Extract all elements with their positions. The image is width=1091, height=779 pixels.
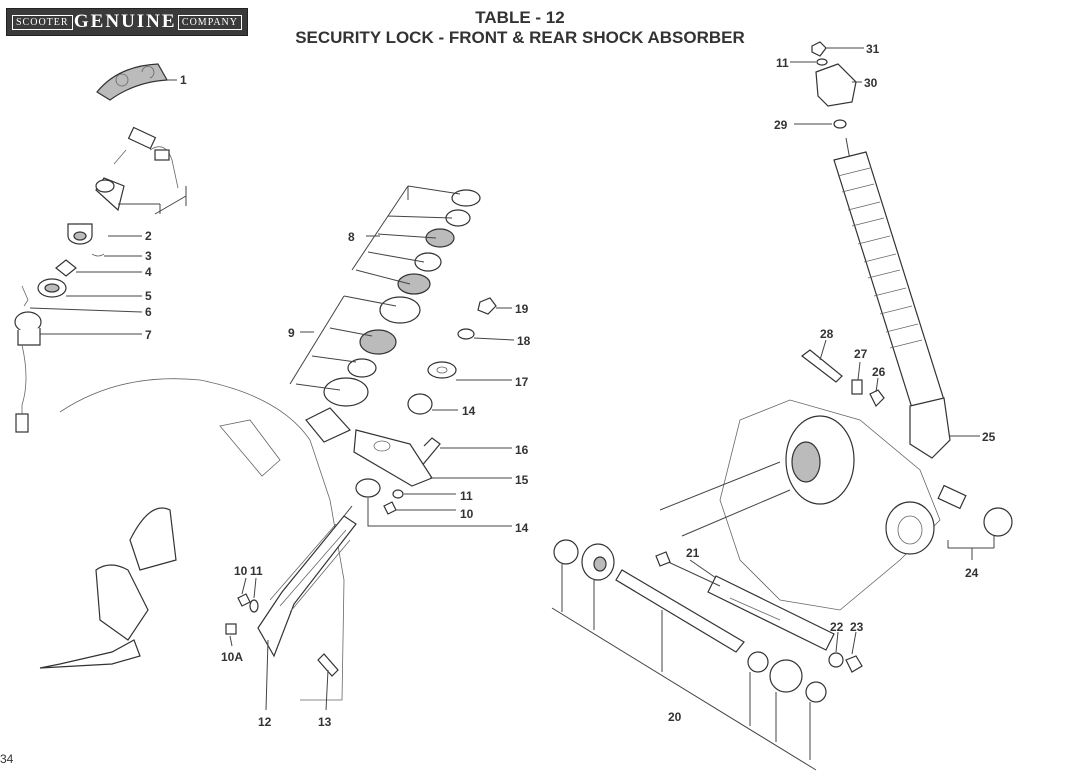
callout-14-upper: 14 [462,404,476,418]
washer-22-part [828,652,844,668]
washer-18-part [457,328,475,340]
bolt-21-part [655,551,721,587]
bearing-stack-part [305,189,481,443]
washer-29-part [833,119,847,129]
logo-company-text: COMPANY [177,14,242,30]
bush-24-part [937,484,1013,537]
callout-17: 17 [515,375,529,389]
callout-24: 24 [965,566,979,580]
nut-23-part [845,655,863,673]
callout-28: 28 [820,327,834,341]
callout-15: 15 [515,473,529,487]
callout-20: 20 [668,710,682,724]
brand-logo: SCOOTER GENUINE COMPANY [6,8,248,36]
logo-scooter-text: SCOOTER [12,14,73,30]
callout-2: 2 [145,229,152,243]
callout-29: 29 [774,118,788,132]
lock-cover-part [96,63,168,101]
callout-5: 5 [145,289,152,303]
bolt-13-part [317,653,339,677]
lock-sleeve-part [67,223,93,245]
bush-27-part [851,379,863,395]
rear-shock-part [833,137,951,459]
logo-genuine-text: GENUINE [73,11,177,32]
page-number: 34 [0,752,14,766]
callout-22: 22 [830,620,844,634]
callout-30: 30 [864,76,878,90]
lock-spring-part [21,285,29,307]
callout-11-left: 11 [250,564,263,578]
swingarm-part [659,399,941,611]
callout-1: 1 [180,73,187,87]
callout-10-center: 10 [460,507,474,521]
nut-26-part [869,389,885,408]
lock-clip-part [91,253,105,257]
callout-10-left: 10 [234,564,248,578]
callout-26: 26 [872,365,886,379]
callout-25: 25 [982,430,996,444]
callout-19: 19 [515,302,529,316]
callout-14-lower: 14 [515,521,529,535]
callout-16: 16 [515,443,529,457]
callout-7: 7 [145,328,152,342]
small-nut-part [383,489,404,515]
title-block: TABLE - 12 SECURITY LOCK - FRONT & REAR … [270,8,770,48]
rubber-block-30-part [815,63,857,107]
bolt-16-part [419,437,441,469]
lock-pin-part [55,259,77,277]
callout-27: 27 [854,347,868,361]
leader-lines [29,47,980,711]
callout-11-center: 11 [460,489,473,503]
nut-19-part [477,297,497,315]
nut-10-11-part [237,593,259,613]
swingarm-tube-part [707,575,835,651]
callout-3: 3 [145,249,152,263]
nut-10a-part [225,623,237,635]
callout-13: 13 [318,715,332,729]
lock-switch-part [14,311,42,433]
bolt-28-part [801,349,843,383]
callout-9: 9 [288,326,295,340]
callout-23: 23 [850,620,864,634]
lock-ring-part [37,278,67,298]
washer-11r-part [816,58,828,66]
bush-14-part [407,393,433,415]
callout-10a: 10A [221,650,243,664]
callout-18: 18 [517,334,531,348]
callout-11-right: 11 [776,56,789,70]
front-fork-part [39,378,345,701]
bracket-15-part [353,429,433,487]
nut-31-part [811,41,827,57]
washer-17-part [427,361,457,379]
spindle-20-part [553,539,827,703]
callout-12: 12 [258,715,272,729]
front-shock-part [257,505,357,658]
page-title: TABLE - 12 [475,8,565,27]
callout-21: 21 [686,546,700,560]
callout-4: 4 [145,265,152,279]
callout-31: 31 [866,42,880,56]
key-set-part [113,126,179,189]
lock-barrel-part [95,177,125,212]
page-subtitle: SECURITY LOCK - FRONT & REAR SHOCK ABSOR… [295,28,745,47]
bush-14b-part [355,478,381,498]
callout-6: 6 [145,305,152,319]
callout-8: 8 [348,230,355,244]
